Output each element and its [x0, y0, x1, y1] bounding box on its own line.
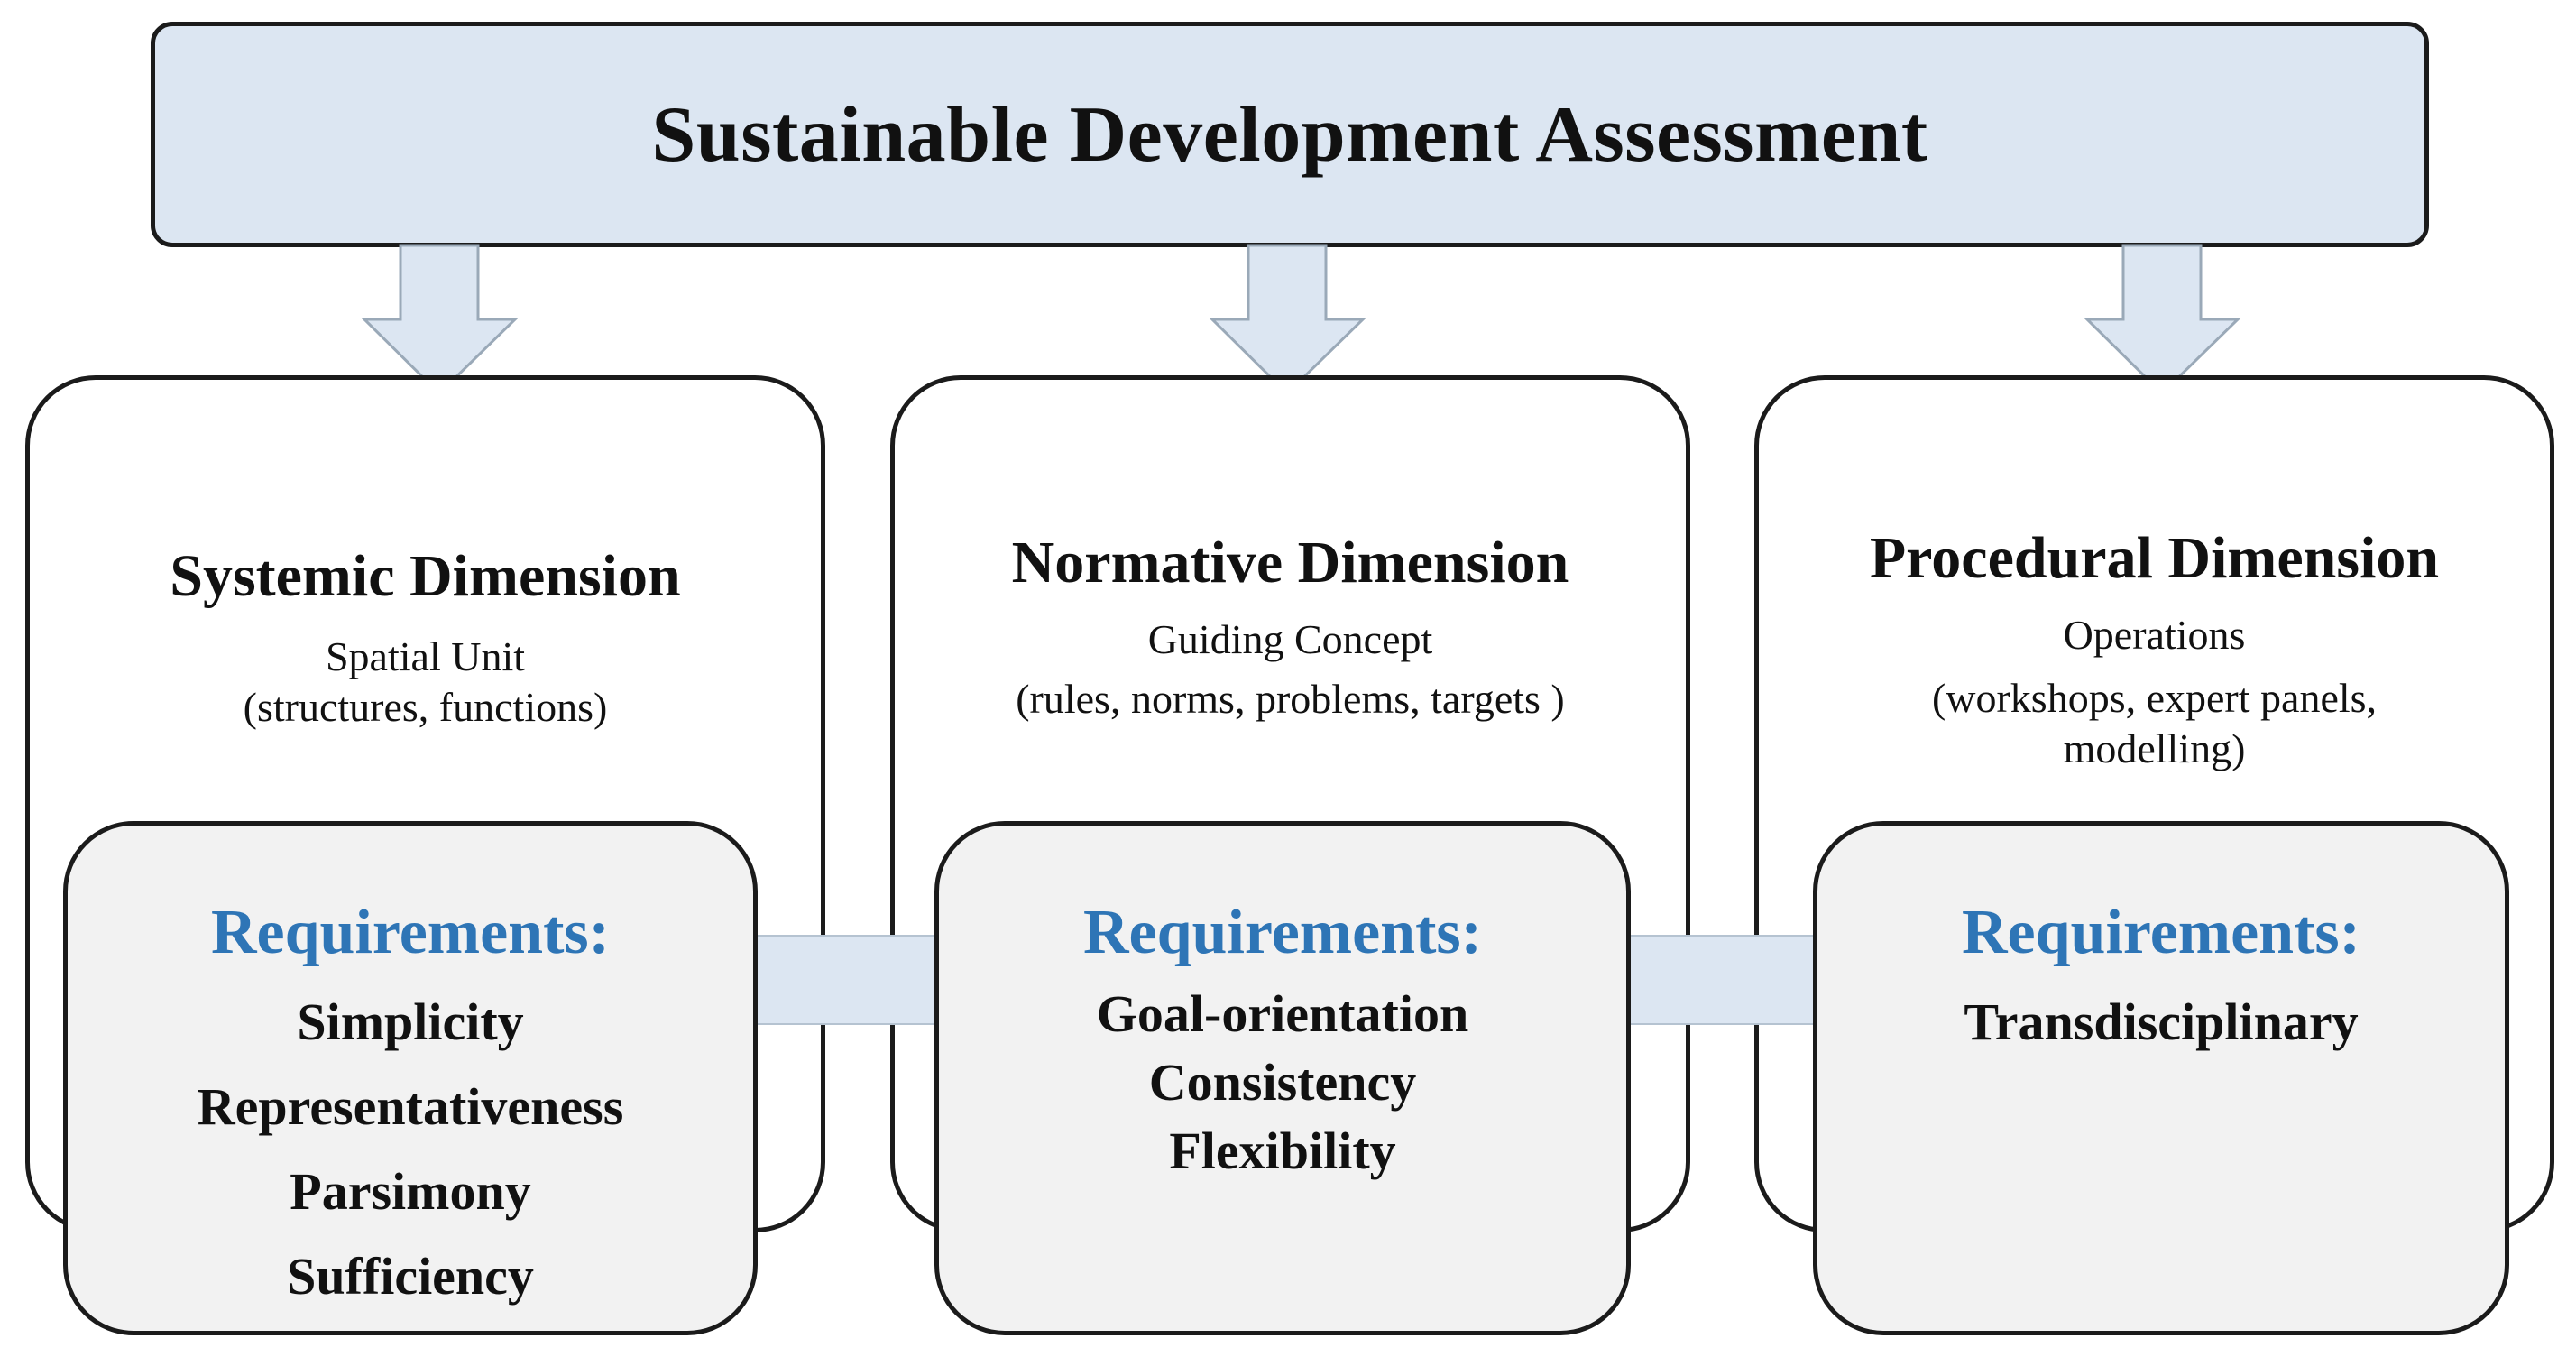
panel-title: Systemic Dimension: [170, 543, 681, 609]
connector-systemic-normative: [754, 935, 936, 1025]
panel-title: Normative Dimension: [1011, 530, 1569, 595]
panel-subtitle: Guiding Concept: [1147, 615, 1433, 662]
requirements-box-systemic: Requirements: Simplicity Representativen…: [63, 821, 758, 1335]
requirements-box-procedural: Requirements: Transdisciplinary: [1813, 821, 2509, 1335]
requirements-heading: Requirements:: [1083, 898, 1482, 967]
arrow-down-systemic: [361, 244, 519, 396]
requirements-heading: Requirements:: [211, 898, 610, 967]
arrow-down-procedural: [2084, 244, 2241, 396]
panel-detail-line: (rules, norms, problems, targets ): [1016, 676, 1565, 723]
requirement-item: Flexibility: [1169, 1122, 1396, 1180]
panel-detail-line: (structures, functions): [243, 684, 608, 731]
requirements-box-normative: Requirements: Goal-orientation Consisten…: [934, 821, 1631, 1335]
panel-detail-line: (workshops, expert panels,: [1931, 675, 2378, 722]
requirement-item: Representativeness: [197, 1077, 624, 1136]
requirement-item: Consistency: [1148, 1053, 1417, 1112]
banner-title: Sustainable Development Assessment: [651, 90, 1928, 179]
panel-title: Procedural Dimension: [1869, 525, 2440, 591]
panel-subtitle: Spatial Unit: [325, 632, 526, 679]
arrow-down-normative: [1209, 244, 1366, 396]
requirement-item: Sufficiency: [287, 1247, 534, 1306]
requirement-item: Simplicity: [297, 992, 524, 1051]
panel-subtitle: Operations: [2063, 611, 2246, 658]
requirements-heading: Requirements:: [1962, 898, 2360, 967]
connector-normative-procedural: [1627, 935, 1817, 1025]
requirement-item: Goal-orientation: [1096, 984, 1469, 1043]
requirement-item: Parsimony: [290, 1162, 531, 1221]
assessment-banner: Sustainable Development Assessment: [151, 22, 2429, 247]
requirement-item: Transdisciplinary: [1964, 992, 2359, 1051]
panel-detail-line: modelling): [2063, 725, 2246, 771]
